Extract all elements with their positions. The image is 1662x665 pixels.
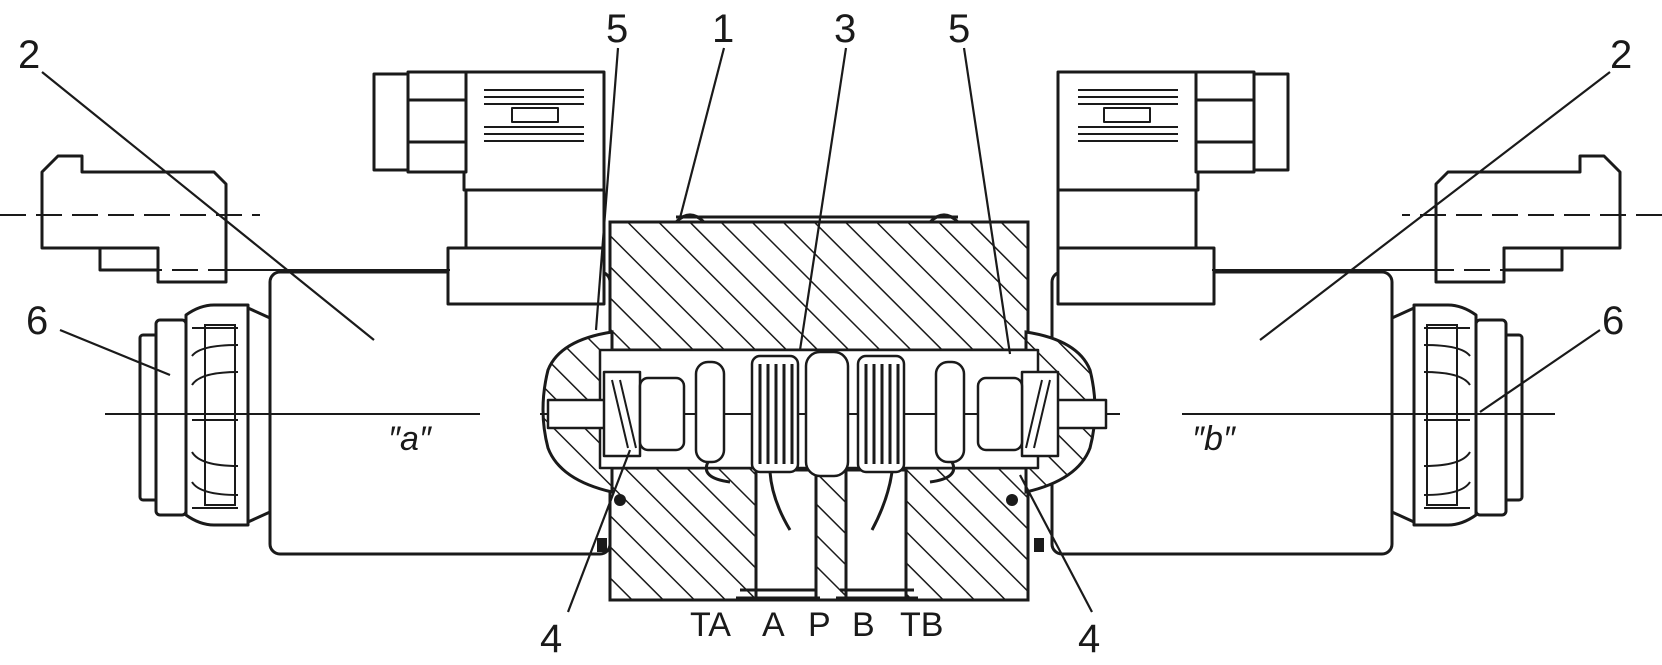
port-label-tb: TB: [900, 606, 943, 644]
callout-spring-left: 4: [540, 617, 562, 661]
left-connector-base: [446, 246, 606, 306]
left-outer-plug-step: [98, 246, 160, 272]
left-connector-vent-icon: [484, 89, 584, 142]
left-solenoid: [0, 70, 612, 556]
callout-seal-right: 5: [948, 7, 970, 51]
callout-spool: 3: [834, 7, 856, 51]
left-connector-head: [462, 70, 606, 192]
left-connector-neck: [464, 188, 606, 250]
port-label-ta: TA: [690, 606, 731, 644]
spool-left-grooved-land: [750, 354, 800, 474]
spool-right-grooved-land: [856, 354, 906, 474]
callout-solenoid-left: 2: [18, 33, 40, 77]
port-a-channel: [754, 468, 818, 600]
callout-seal-left: 5: [606, 7, 628, 51]
callout-override-right: 6: [1602, 299, 1624, 343]
leader-lines: [41, 47, 1611, 613]
solenoid-mark-b: ″b″: [1192, 420, 1236, 458]
callout-solenoid-right: 2: [1610, 33, 1632, 77]
port-label-b: B: [852, 606, 875, 644]
port-b-channel: [844, 468, 908, 600]
spool: [540, 350, 1120, 531]
callout-spring-right: 4: [1078, 617, 1100, 661]
port-label-p: P: [808, 606, 831, 644]
callout-override-left: 6: [26, 299, 48, 343]
left-connector-plug: [406, 70, 468, 174]
solenoid-mark-a: ″a″: [388, 420, 432, 458]
port-label-a: A: [762, 606, 785, 644]
left-connector-cap: [372, 72, 410, 172]
right-solenoid: [1050, 70, 1662, 556]
callout-body: 1: [712, 7, 734, 51]
